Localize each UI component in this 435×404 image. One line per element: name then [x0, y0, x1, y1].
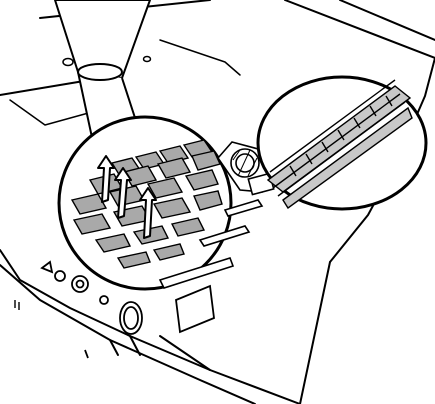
- port-icon: [175, 284, 215, 334]
- air-intake-vent-icon: [266, 79, 413, 210]
- vent-detail-circle: [256, 75, 428, 211]
- indicator-lamp-icon: [54, 270, 66, 282]
- filter-detail-circle: [57, 115, 233, 291]
- up-arrows: [97, 155, 157, 239]
- side-slots: [158, 199, 264, 289]
- up-arrow-icon: [114, 167, 132, 219]
- up-arrow-icon: [97, 155, 115, 203]
- triangle-indicator-icon: [40, 260, 54, 274]
- small-button-icon: [99, 295, 109, 305]
- air-filter-icon: [70, 139, 223, 269]
- screw-hole-icon: [142, 55, 152, 63]
- up-arrow-icon: [139, 187, 157, 239]
- front-controls: [14, 260, 215, 359]
- screw-hole-icon: [62, 57, 74, 67]
- screw-holes: [62, 55, 152, 67]
